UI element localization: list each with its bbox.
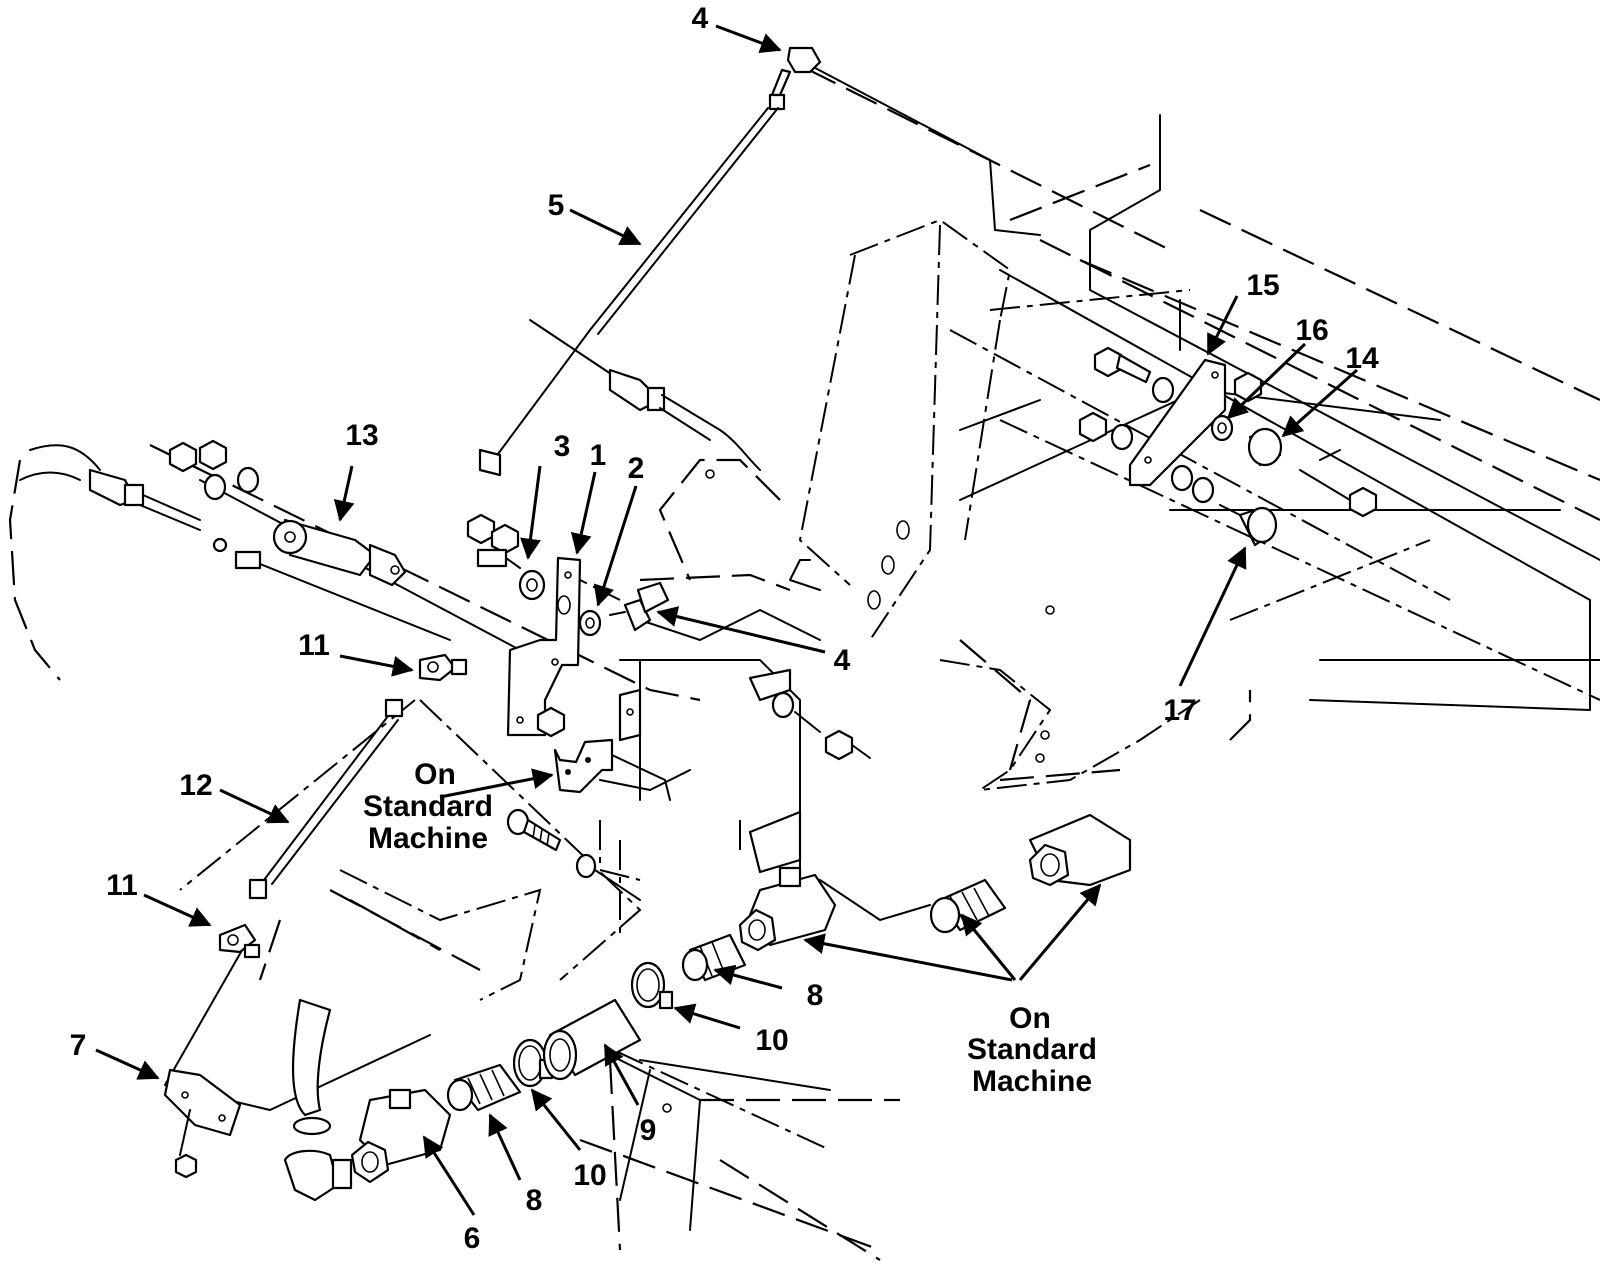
- note-on-standard-machine-center: On Standard Machine: [363, 758, 493, 855]
- part-right-bracket-nut: [748, 668, 871, 874]
- part-7-bracket: [163, 1068, 242, 1179]
- part-6-valve-right: [738, 866, 837, 952]
- callout-8-bottom: 8: [526, 1184, 543, 1217]
- part-nuts-washers-left: [168, 439, 520, 555]
- part-3-spacer: [476, 548, 546, 601]
- callout-10-right: 10: [755, 1024, 788, 1057]
- note-on-standard-machine-right: On Standard Machine: [967, 1002, 1097, 1098]
- part-15-mount-plate: [1128, 358, 1263, 487]
- part-hose-left: [283, 998, 353, 1202]
- part-15-bolt-nut: [1078, 346, 1215, 504]
- part-14-bumper: [1247, 427, 1283, 467]
- callout-13: 13: [345, 419, 378, 452]
- leader-lines: [95, 24, 1358, 1216]
- callout-12: 12: [179, 769, 212, 802]
- part-bracket-center: [553, 688, 671, 801]
- part-5-cable: [478, 107, 779, 477]
- part-spring-bolt: [506, 808, 641, 901]
- callout-15: 15: [1246, 269, 1279, 302]
- callout-labels: 4 5 13 3 1 2 4 11 12 11 7 6 8 10 9 8 10 …: [70, 2, 1379, 1255]
- note-right-line3: Machine: [972, 1065, 1092, 1098]
- part-13-cable-end: [88, 468, 262, 570]
- callout-6: 6: [464, 1222, 481, 1255]
- part-17-bumper: [1219, 504, 1278, 547]
- callout-4-top: 4: [692, 2, 709, 35]
- callout-17: 17: [1163, 694, 1196, 727]
- note-center-line2: Standard: [363, 790, 493, 823]
- part-4-top-rod-end: [768, 46, 822, 111]
- note-center-line1: On: [414, 758, 456, 791]
- callout-3: 3: [554, 430, 571, 463]
- callout-2: 2: [628, 452, 645, 485]
- callout-7: 7: [70, 1029, 87, 1062]
- note-right-line1: On: [1009, 1002, 1051, 1035]
- part-8-fitting-upper: [681, 933, 747, 982]
- part-fitting-standard-right: [929, 813, 1132, 934]
- note-center-line3: Machine: [368, 822, 488, 855]
- callout-11-upper: 11: [298, 629, 330, 662]
- part-16-washer: [1210, 414, 1234, 442]
- part-11-upper-rod-end: [384, 653, 468, 718]
- part-1-lever: [506, 556, 582, 738]
- machine-frame-outline: [8, 59, 1600, 1261]
- part-4-mid-rod-end: [609, 581, 670, 632]
- part-12-rod: [248, 715, 399, 900]
- part-9-sleeve: [542, 998, 642, 1081]
- part-10-clamp-upper: [630, 961, 674, 1010]
- part-11-lower-rod-end: [218, 923, 261, 959]
- note-right-line2: Standard: [967, 1033, 1097, 1066]
- callout-11-lower: 11: [106, 869, 138, 902]
- part-8-fitting-lower: [446, 1063, 522, 1112]
- part-6-valve-left: [350, 1088, 452, 1184]
- callout-5: 5: [548, 189, 565, 222]
- callout-4-mid: 4: [834, 644, 851, 677]
- callout-9: 9: [640, 1114, 657, 1147]
- part-13-cylinder: [272, 518, 407, 587]
- callout-16: 16: [1295, 314, 1328, 347]
- callout-10-bottom: 10: [573, 1159, 606, 1192]
- part-2-bushing: [578, 609, 602, 637]
- callout-8-right: 8: [807, 979, 824, 1012]
- callout-1: 1: [590, 439, 607, 472]
- part-right-nut: [1299, 449, 1378, 518]
- callout-14: 14: [1345, 342, 1379, 375]
